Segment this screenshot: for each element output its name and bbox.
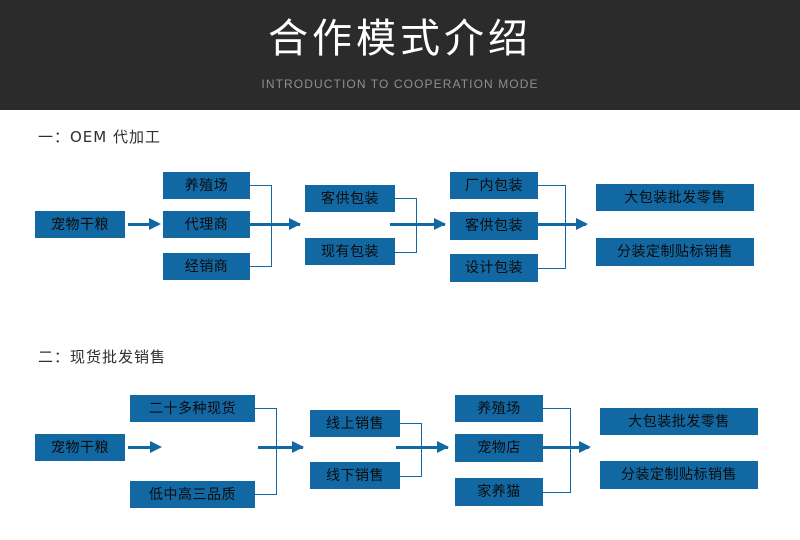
connector-line <box>250 266 272 267</box>
flow-box: 代理商 <box>163 211 250 238</box>
connector-line <box>396 446 448 449</box>
connector-line <box>570 408 571 493</box>
flow-box: 宠物店 <box>455 434 543 462</box>
flow-box: 大包装批发零售 <box>596 184 754 211</box>
flow-box: 客供包装 <box>450 212 538 240</box>
connector-line <box>538 185 566 186</box>
connector-line <box>128 446 158 449</box>
connector-line <box>400 476 422 477</box>
flow-box: 二十多种现货 <box>130 395 255 422</box>
arrow-icon <box>579 441 591 453</box>
arrow-icon <box>289 218 301 230</box>
arrow-icon <box>437 441 449 453</box>
arrow-icon <box>150 441 162 453</box>
connector-line <box>543 408 571 409</box>
flow-box: 分装定制贴标销售 <box>596 238 754 266</box>
connector-line <box>565 185 566 269</box>
page-title: 合作模式介绍 <box>268 16 532 62</box>
arrow-icon <box>434 218 446 230</box>
connector-line <box>538 268 566 269</box>
connector-line <box>543 492 571 493</box>
connector-line <box>276 408 277 495</box>
flow-box: 现有包装 <box>305 238 395 265</box>
connector-line <box>395 252 417 253</box>
flow-box: 分装定制贴标销售 <box>600 461 758 489</box>
flow-box: 厂内包装 <box>450 172 538 199</box>
section-1-heading: 一：OEM 代加工 <box>38 128 161 146</box>
flow-box: 经销商 <box>163 253 250 280</box>
flow-box: 家养猫 <box>455 478 543 506</box>
flow-box: 大包装批发零售 <box>600 408 758 435</box>
connector-line <box>250 223 300 226</box>
connector-line <box>258 446 303 449</box>
arrow-icon <box>576 218 588 230</box>
page-subtitle: INTRODUCTION TO COOPERATION MODE <box>261 77 539 91</box>
connector-line <box>255 494 277 495</box>
flow-box: 设计包装 <box>450 254 538 282</box>
flow-box: 宠物干粮 <box>35 211 125 238</box>
flow-box: 客供包装 <box>305 185 395 212</box>
section-2-heading: 二：现货批发销售 <box>38 348 167 366</box>
connector-line <box>395 198 417 199</box>
page-header: 合作模式介绍 INTRODUCTION TO COOPERATION MODE <box>0 0 800 110</box>
flow-box: 宠物干粮 <box>35 434 125 461</box>
flow-box: 低中高三品质 <box>130 481 255 508</box>
connector-line <box>250 185 272 186</box>
connector-line <box>538 223 586 226</box>
flow-box: 养殖场 <box>455 395 543 422</box>
arrow-icon <box>292 441 304 453</box>
connector-line <box>400 423 422 424</box>
flow-box: 线上销售 <box>310 410 400 437</box>
flow-box: 线下销售 <box>310 462 400 489</box>
connector-line <box>271 185 272 267</box>
connector-line <box>128 223 158 226</box>
flow-box: 养殖场 <box>163 172 250 199</box>
arrow-icon <box>149 218 161 230</box>
connector-line <box>390 223 445 226</box>
connector-line <box>255 408 277 409</box>
connector-line <box>543 446 589 449</box>
connector-line <box>421 423 422 477</box>
